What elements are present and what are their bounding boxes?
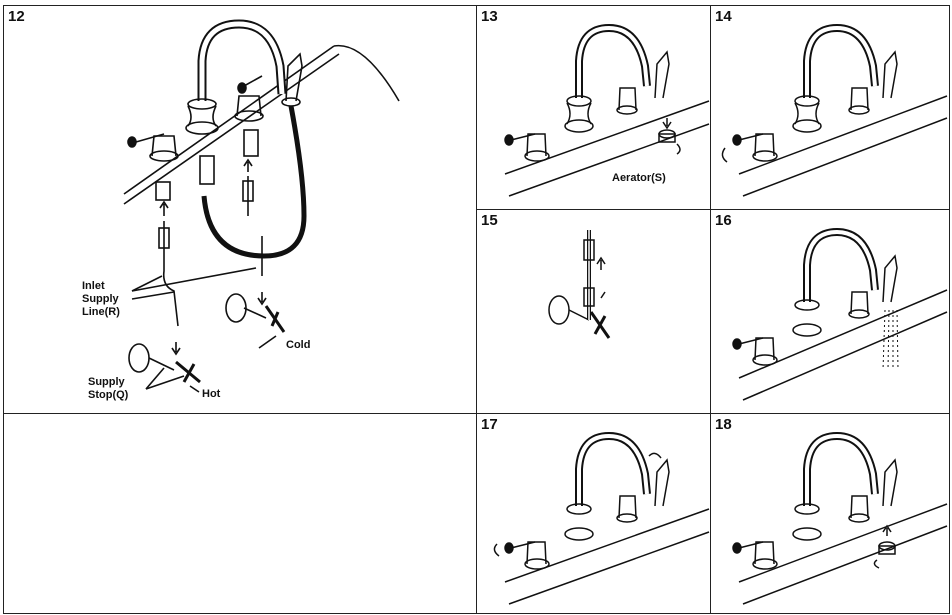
supply-connection-illustration [548,230,611,339]
panel-step-15: 15 [476,209,711,414]
panel-step-17: 17 [476,413,711,614]
hot-label: Hot [202,388,221,400]
step-number: 17 [481,416,498,433]
final-assembly-illustration [732,431,948,605]
panel-step-18: 18 [710,413,950,614]
step-number: 16 [715,212,732,229]
water-test-illustration [732,227,948,401]
supply-stop-label-2: Stop(Q) [88,389,129,401]
step-number: 14 [715,8,732,25]
panel-step-16: 16 [710,209,950,414]
supply-stop-label-1: Supply [88,376,125,388]
step-number: 12 [8,8,25,25]
aerator-removal-illustration [504,23,710,197]
inlet-supply-line-label-3: Line(R) [82,306,120,318]
step-number: 13 [481,8,498,25]
inlet-supply-line-label-1: Inlet [82,280,105,292]
cold-label: Cold [286,339,311,351]
inlet-supply-line-label-2: Supply [82,293,119,305]
panel-step-13: 13 Aerator(S) [476,5,711,210]
flush-lines-illustration [721,23,948,197]
faucet-install-illustration [123,19,400,393]
step-number: 18 [715,416,732,433]
step-number: 15 [481,212,498,229]
aerator-label: Aerator(S) [612,172,666,184]
panel-step-14: 14 [710,5,950,210]
panel-empty [3,413,477,614]
reinstall-aerator-illustration [493,431,710,605]
panel-step-12: 12 [3,5,477,414]
